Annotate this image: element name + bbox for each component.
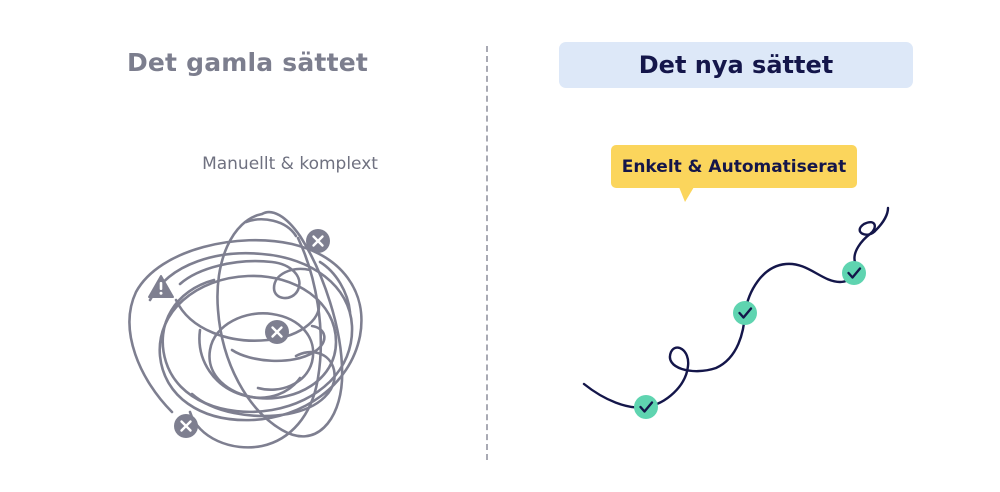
old-way-subtitle: Manuellt & komplext	[202, 154, 378, 174]
error-x-icon	[174, 414, 198, 438]
check-icon	[842, 261, 866, 285]
speech-bubble-tail	[679, 187, 694, 202]
dashed-divider	[486, 46, 488, 460]
check-icon	[733, 301, 757, 325]
error-x-icon	[306, 229, 330, 253]
smooth-progress-path	[582, 206, 890, 409]
new-way-title: Det nya sättet	[638, 51, 834, 79]
tangled-scribble	[128, 210, 363, 449]
error-x-icon	[265, 320, 289, 344]
old-way-title: Det gamla sättet	[126, 48, 369, 77]
speech-bubble-text: Enkelt & Automatiserat	[621, 156, 847, 177]
check-icon	[634, 395, 658, 419]
speech-bubble: Enkelt & Automatiserat	[611, 145, 857, 188]
warning-icon	[148, 275, 174, 298]
new-way-title-box: Det nya sättet	[559, 42, 913, 88]
